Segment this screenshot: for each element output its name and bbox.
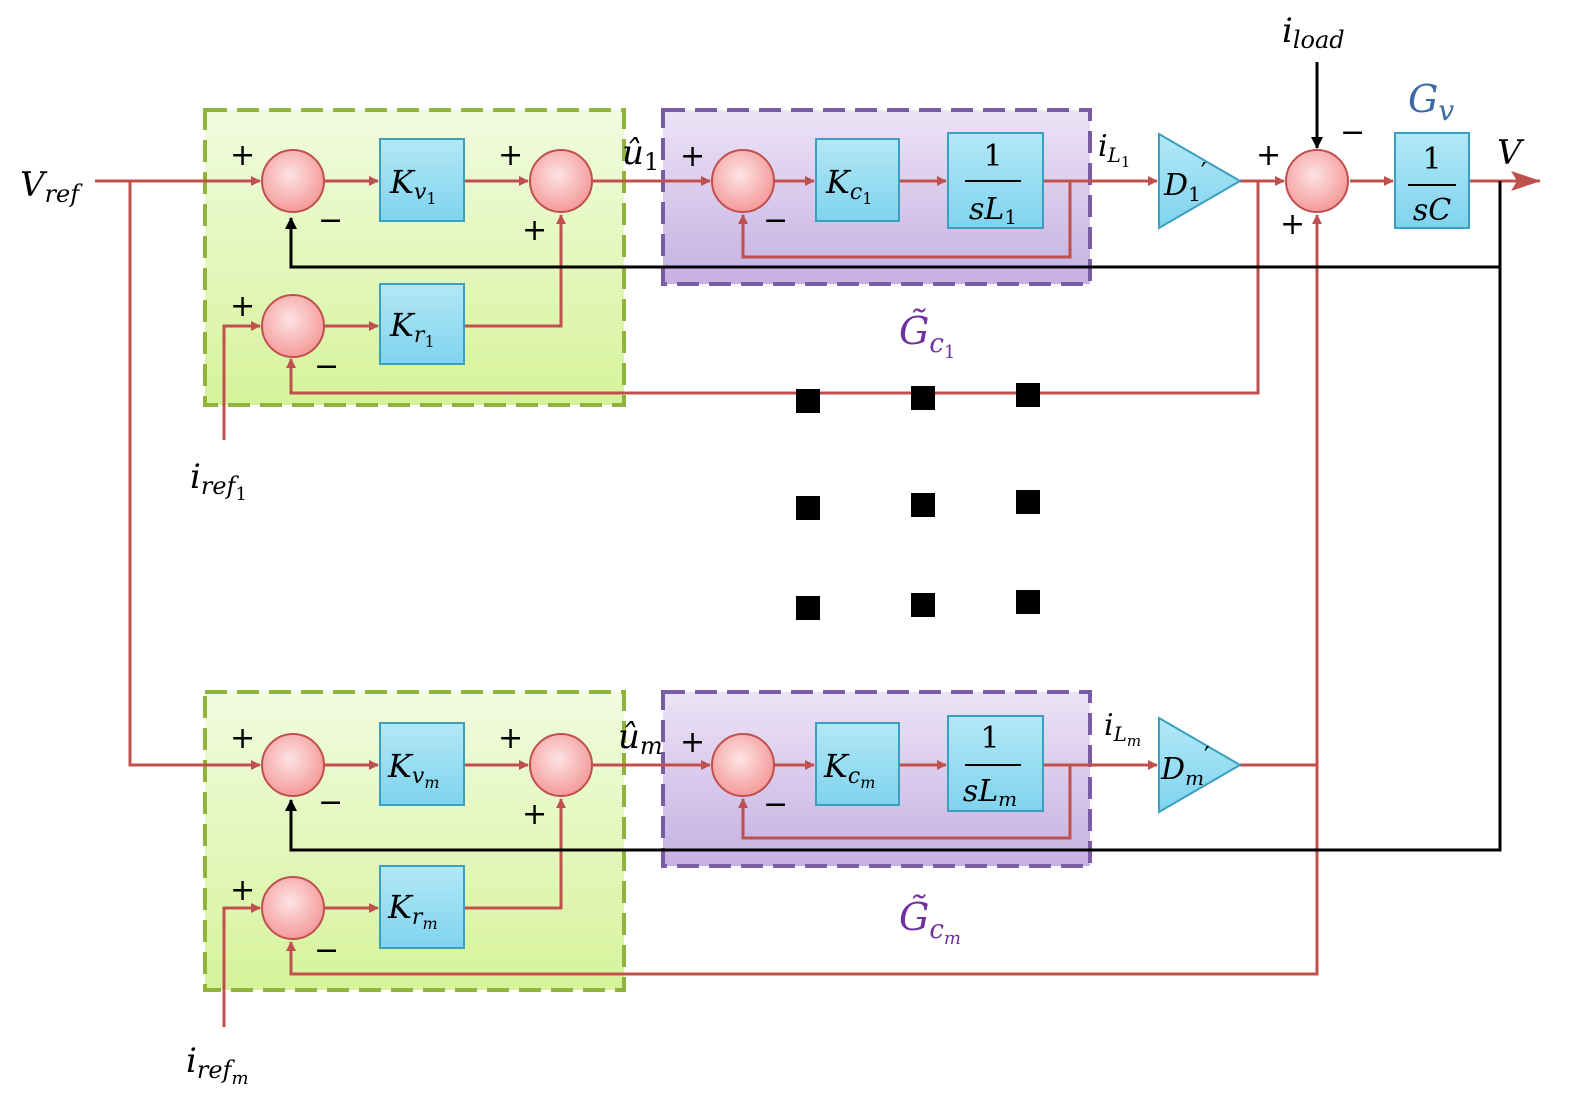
sign-sum1m-plus: + — [230, 721, 255, 756]
label-gv: Gv — [1408, 77, 1454, 127]
kv1-label: Kv1 — [389, 163, 437, 208]
sign-main-minus-top: − — [1340, 115, 1365, 150]
plant-numerator: 1 — [1422, 142, 1441, 177]
kvm-label: Kvm — [387, 747, 440, 792]
sign-sum2-plus-left: + — [498, 138, 523, 173]
summer-current-ref-m — [261, 876, 325, 940]
wire-iref1 — [222, 321, 261, 440]
inductor-m-denominator: sLm — [963, 774, 1017, 811]
inductor-1-numerator: 1 — [983, 139, 1002, 174]
sign-sum2-plus-bottom: + — [522, 213, 547, 248]
label-um: ûm — [618, 717, 663, 760]
label-gcm: G̃cm — [899, 895, 961, 949]
label-ilm: iLm — [1104, 708, 1141, 750]
sign-sum1-minus: − — [318, 203, 343, 238]
inductor-1-denominator: sL1 — [969, 192, 1017, 229]
label-vref: Vref — [20, 165, 83, 208]
wire-dm-main-sum — [1240, 214, 1322, 767]
sign-sum3-plus: + — [680, 139, 705, 174]
kc1-label: Kc1 — [825, 163, 872, 208]
sign-sum2m-plus-bottom: + — [522, 797, 547, 832]
wire-dm-feedback — [286, 765, 1319, 976]
block-plant — [1394, 132, 1470, 229]
block-inductor-1 — [947, 132, 1044, 229]
sign-sum4m-plus: + — [230, 873, 255, 908]
summer-voltage-error-1 — [261, 149, 325, 213]
summer-control-m — [529, 733, 593, 797]
label-iref-m: irefm — [186, 1041, 249, 1089]
gain-dm — [1158, 716, 1242, 814]
summer-output-current — [1285, 149, 1349, 213]
sign-main-plus-bottom: + — [1280, 207, 1305, 242]
block-inductor-m — [947, 715, 1044, 812]
label-gc1: G̃c1 — [899, 309, 955, 363]
label-iref-1: iref1 — [190, 457, 247, 505]
gain-d1-label: D1′ — [1163, 158, 1207, 206]
sign-sum4m-minus: − — [314, 933, 339, 968]
inductor-m-numerator: 1 — [980, 721, 999, 756]
summer-current-1 — [711, 149, 775, 213]
gain-dm-label: Dm′ — [1160, 742, 1210, 790]
kr1-label: Kr1 — [389, 306, 435, 351]
sign-sum3m-plus: + — [680, 725, 705, 760]
wire-voltage-feedback-1 — [285, 181, 1502, 269]
wire-krm-sum2m — [464, 798, 566, 910]
label-u1: û1 — [622, 133, 659, 176]
plant-denominator: sC — [1413, 193, 1451, 228]
sign-sum2m-plus-left: + — [498, 721, 523, 756]
sign-sum1-plus: + — [230, 138, 255, 173]
sign-sum3-minus: − — [763, 203, 788, 238]
gain-d1 — [1158, 132, 1242, 230]
sign-sum4-minus: − — [314, 349, 339, 384]
wire-vref-branch — [128, 181, 261, 770]
wire-d1-feedback — [286, 181, 1260, 395]
block-kc1 — [815, 138, 900, 222]
wire-irefm — [222, 903, 261, 1027]
wire-voltage-feedback-m — [285, 267, 1502, 852]
summer-voltage-error-m — [261, 733, 325, 797]
summer-current-ref-1 — [261, 294, 325, 358]
krm-label: Krm — [387, 888, 438, 933]
wire-current-feedback-1 — [738, 181, 1072, 259]
sign-main-plus-left: + — [1256, 138, 1281, 173]
block-kr1 — [379, 283, 465, 365]
block-kvm — [379, 722, 465, 806]
wire-current-feedback-m — [738, 765, 1072, 840]
block-krm — [379, 865, 465, 949]
block-kcm — [815, 722, 900, 806]
block-kv1 — [379, 138, 465, 222]
sign-sum4-plus: + — [230, 289, 255, 324]
label-il1: iL1 — [1098, 129, 1130, 171]
label-iload: iload — [1282, 11, 1345, 54]
label-output-v: V — [1497, 133, 1525, 173]
sign-sum3m-minus: − — [763, 787, 788, 822]
sign-sum1m-minus: − — [318, 785, 343, 820]
wire-kr1-sum2 — [464, 214, 566, 328]
kcm-label: Kcm — [823, 747, 875, 792]
summer-current-m — [711, 733, 775, 797]
summer-control-1 — [529, 149, 593, 213]
ellipsis-dots — [796, 383, 1040, 620]
